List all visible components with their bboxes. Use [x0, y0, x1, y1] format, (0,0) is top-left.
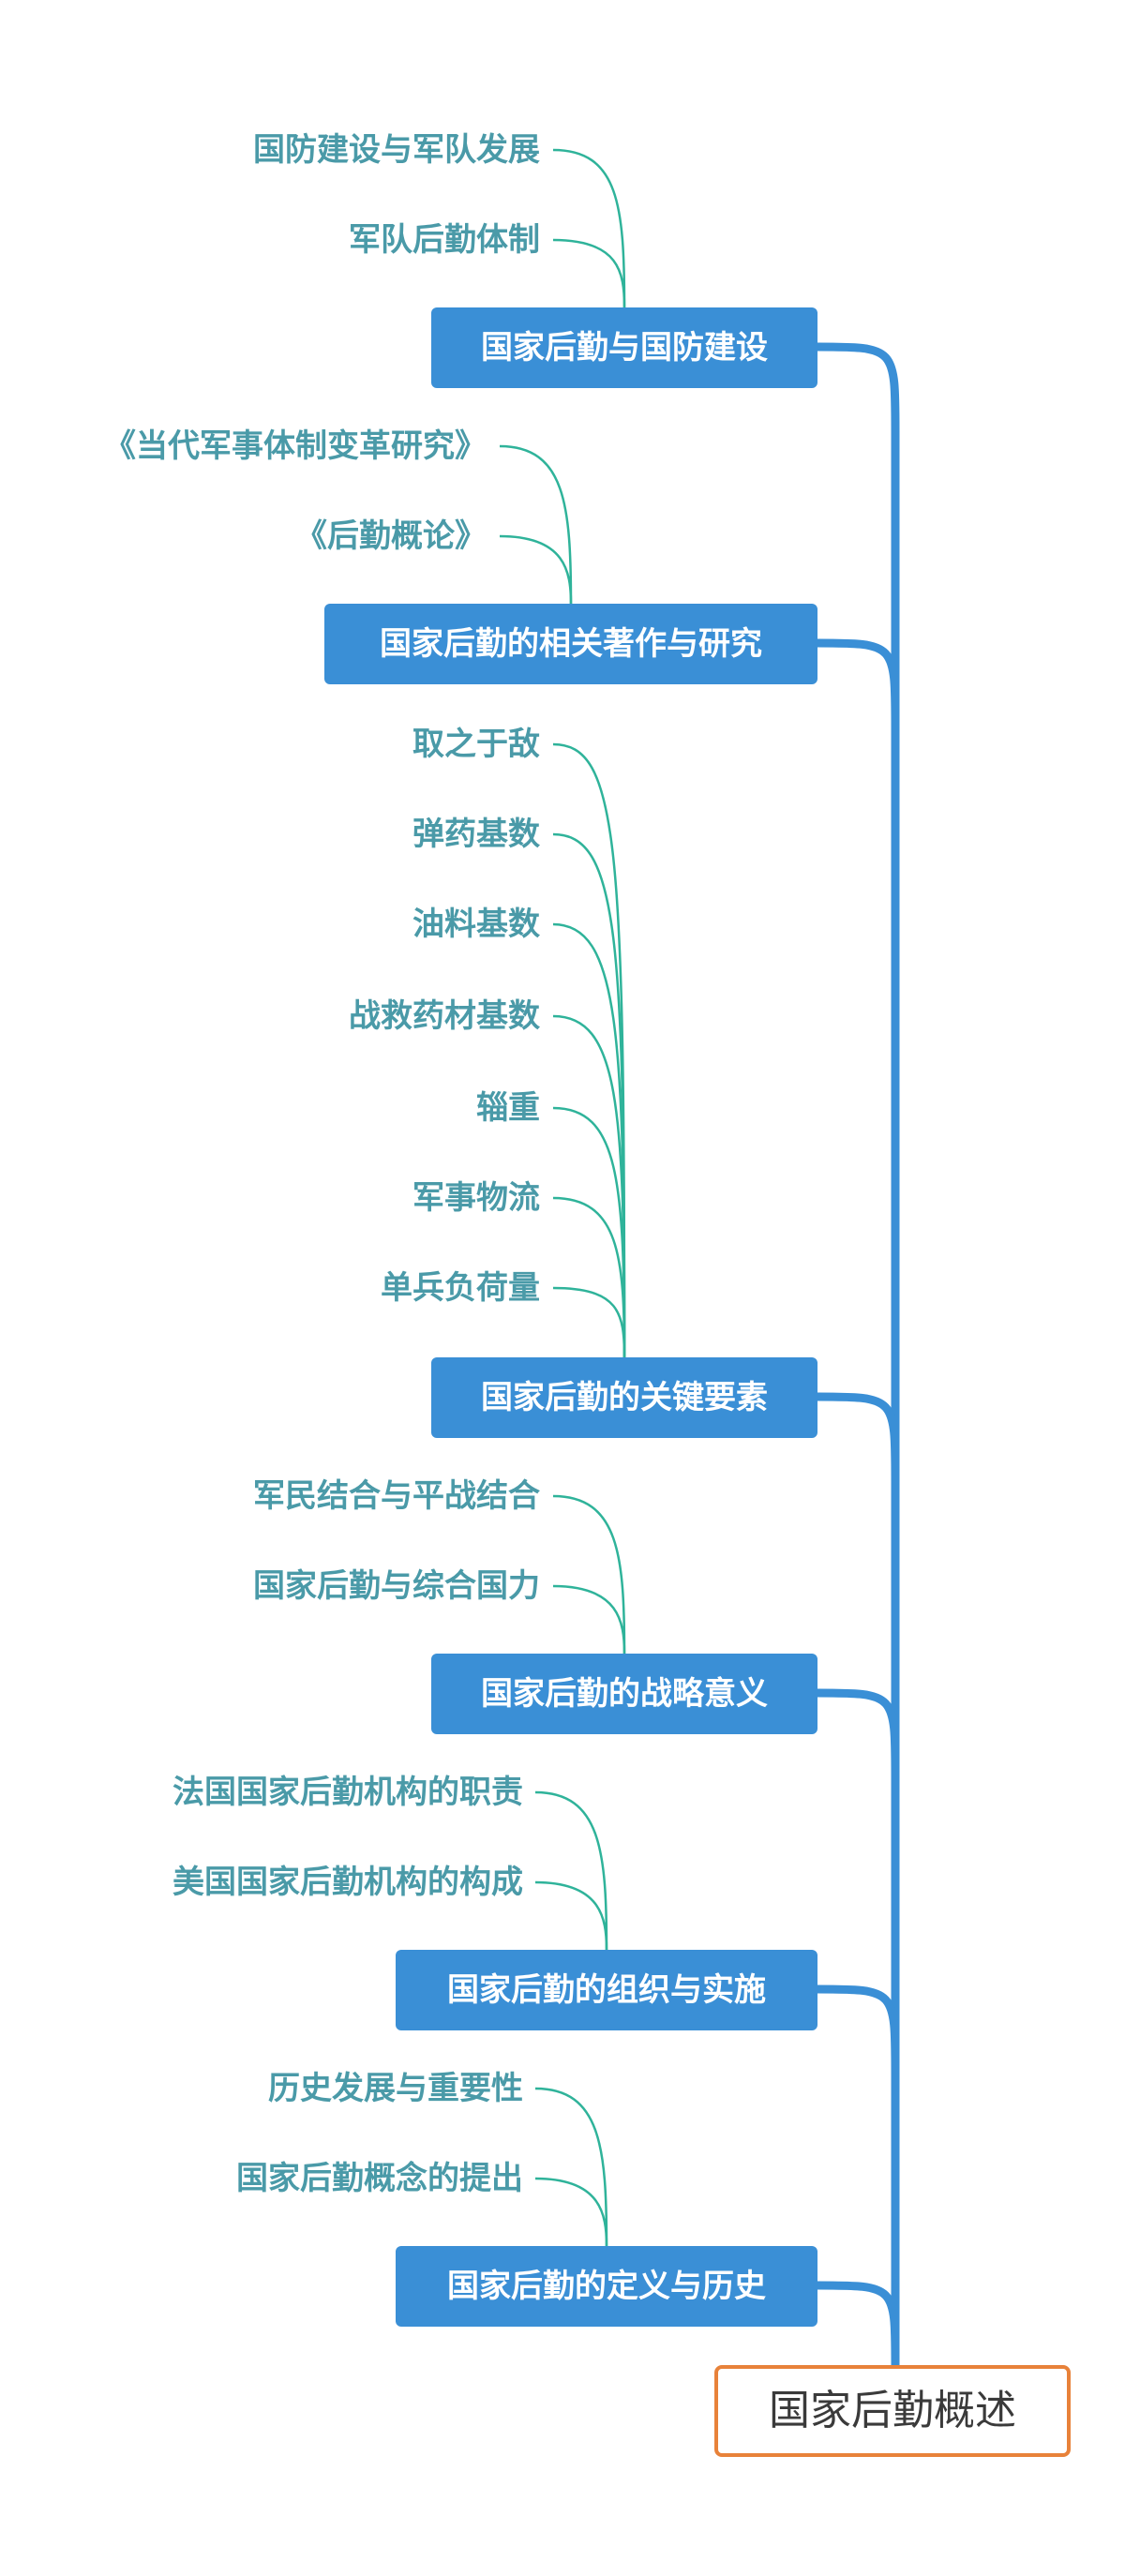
leaf-soldier-load[interactable]: 单兵负荷量	[381, 1269, 540, 1307]
leaf-logistics-national-power[interactable]: 国家后勤与综合国力	[253, 1567, 540, 1605]
trunk-link-6	[813, 2281, 900, 2370]
branch-organization-implementation[interactable]: 国家后勤的组织与实施	[396, 1950, 818, 2030]
leaf-link-3-6	[552, 1196, 626, 1358]
leaf-link-6-2	[534, 2177, 608, 2247]
branch-key-elements[interactable]: 国家后勤的关键要素	[431, 1357, 818, 1438]
leaf-defense-army-development[interactable]: 国防建设与军队发展	[253, 131, 540, 169]
leaf-history-importance[interactable]: 历史发展与重要性	[268, 2070, 523, 2107]
leaf-link-3-7	[552, 1286, 626, 1358]
leaf-link-2-2	[499, 534, 573, 605]
branch-logistics-defense[interactable]: 国家后勤与国防建设	[431, 307, 818, 388]
trunk-link-2	[813, 638, 900, 732]
trunk-link-3	[813, 1392, 900, 1486]
leaf-medical-supply-base[interactable]: 战救药材基数	[349, 997, 540, 1035]
leaf-link-1-2	[552, 238, 626, 308]
leaf-book-military-reform[interactable]: 《当代军事体制变革研究》	[104, 427, 487, 465]
branch-works-research[interactable]: 国家后勤的相关著作与研究	[324, 604, 818, 684]
trunk-link-1	[813, 342, 900, 2370]
leaf-take-from-enemy[interactable]: 取之于敌	[412, 726, 540, 763]
leaf-france-logistics-duties[interactable]: 法国国家后勤机构的职责	[172, 1774, 523, 1811]
leaf-book-logistics-intro[interactable]: 《后勤概论》	[295, 517, 487, 555]
root-topic[interactable]: 国家后勤概述	[714, 2365, 1071, 2457]
trunk-link-4	[813, 1688, 900, 1782]
leaf-link-2-1	[499, 444, 573, 605]
leaf-link-5-1	[534, 1790, 608, 1951]
leaf-usa-logistics-structure[interactable]: 美国国家后勤机构的构成	[172, 1864, 523, 1901]
leaf-link-3-5	[552, 1106, 626, 1358]
leaf-link-4-1	[552, 1494, 626, 1655]
leaf-fuel-base[interactable]: 油料基数	[412, 906, 540, 943]
leaf-civil-military-integration[interactable]: 军民结合与平战结合	[253, 1477, 540, 1515]
trunk-link-5	[813, 1984, 900, 2078]
leaf-army-logistics-system[interactable]: 军队后勤体制	[349, 221, 540, 259]
leaf-baggage[interactable]: 辎重	[476, 1089, 540, 1127]
branch-definition-history[interactable]: 国家后勤的定义与历史	[396, 2246, 818, 2327]
leaf-link-4-2	[552, 1584, 626, 1655]
leaf-ammo-base[interactable]: 弹药基数	[412, 816, 540, 853]
branch-strategic-significance[interactable]: 国家后勤的战略意义	[431, 1654, 818, 1734]
leaf-concept-origin[interactable]: 国家后勤概念的提出	[236, 2160, 523, 2197]
leaf-military-logistics[interactable]: 军事物流	[412, 1179, 540, 1217]
leaf-link-6-1	[534, 2087, 608, 2247]
leaf-link-5-2	[534, 1880, 608, 1951]
leaf-link-1-1	[552, 148, 626, 308]
